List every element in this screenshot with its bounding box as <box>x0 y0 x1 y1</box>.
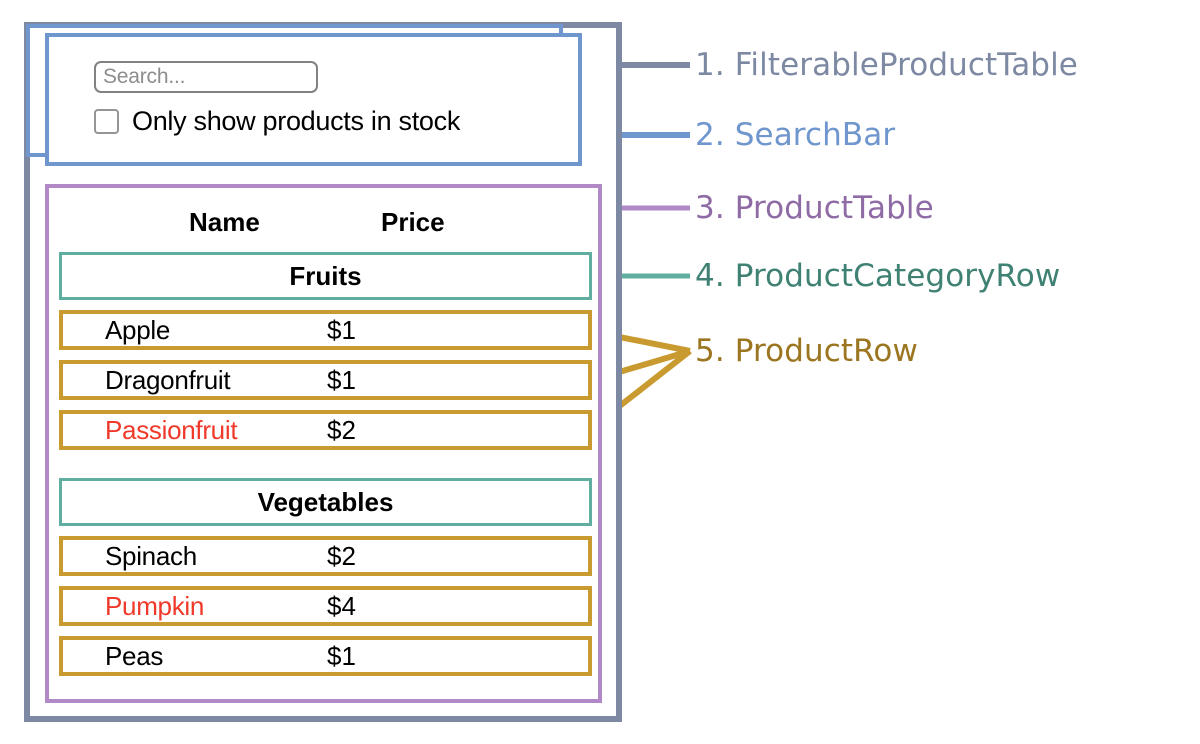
legend-number: 3. <box>695 190 725 226</box>
legend-number: 2. <box>695 117 725 153</box>
product-row[interactable]: Pumpkin $4 <box>59 586 592 626</box>
legend-number: 5. <box>695 333 725 369</box>
product-row[interactable]: Peas $1 <box>59 636 592 676</box>
product-price: $2 <box>327 540 356 571</box>
legend-item-searchbar: 2. SearchBar <box>695 117 895 153</box>
product-row[interactable]: Apple $1 <box>59 310 592 350</box>
product-name: Apple <box>105 314 170 345</box>
in-stock-checkbox[interactable] <box>94 109 119 134</box>
product-name: Dragonfruit <box>105 364 231 395</box>
product-name: Pumpkin <box>105 590 205 621</box>
product-name: Peas <box>105 640 164 671</box>
legend-number: 4. <box>695 258 725 294</box>
legend-name: SearchBar <box>734 117 896 153</box>
legend-item-filterableproducttable: 1. FilterableProductTable <box>695 47 1078 83</box>
legend-item-productcategoryrow: 4. ProductCategoryRow <box>695 258 1060 294</box>
product-price: $2 <box>327 414 356 445</box>
product-price: $1 <box>327 364 356 395</box>
product-price: $1 <box>327 314 356 345</box>
in-stock-checkbox-label: Only show products in stock <box>132 106 461 136</box>
legend-name: FilterableProductTable <box>734 47 1078 83</box>
product-category-row: Fruits <box>59 252 592 300</box>
product-table: Name Price Fruits Apple $1 Dragonfruit $… <box>45 184 602 703</box>
column-header-price: Price <box>381 206 445 237</box>
column-header-name: Name <box>189 206 260 237</box>
product-price: $1 <box>327 640 356 671</box>
legend-name: ProductCategoryRow <box>734 258 1061 294</box>
search-bar-box: Search... Only show products in stock <box>45 33 582 166</box>
product-price: $4 <box>327 590 356 621</box>
product-row[interactable]: Spinach $2 <box>59 536 592 576</box>
product-name: Spinach <box>105 540 197 571</box>
search-input[interactable]: Search... <box>94 61 318 93</box>
product-row[interactable]: Passionfruit $2 <box>59 410 592 450</box>
product-category-row: Vegetables <box>59 478 592 526</box>
in-stock-filter-row[interactable]: Only show products in stock <box>94 106 460 137</box>
legend-name: ProductRow <box>734 333 918 369</box>
legend-item-producttable: 3. ProductTable <box>695 190 934 226</box>
legend-name: ProductTable <box>734 190 934 226</box>
legend-number: 1. <box>695 47 725 83</box>
search-input-placeholder: Search... <box>103 65 186 88</box>
legend-item-productrow: 5. ProductRow <box>695 333 918 369</box>
product-row[interactable]: Dragonfruit $1 <box>59 360 592 400</box>
product-name: Passionfruit <box>105 414 238 445</box>
product-category-label: Fruits <box>289 260 362 291</box>
product-table-header-row: Name Price <box>59 200 592 244</box>
product-category-label: Vegetables <box>257 486 394 517</box>
